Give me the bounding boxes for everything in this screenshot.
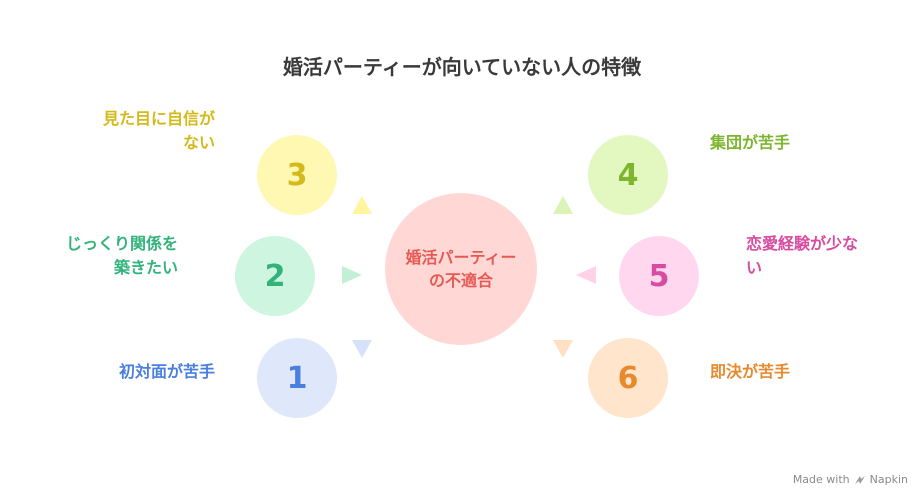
- item-2-label-line1: じっくり関係を: [65, 234, 178, 253]
- watermark-brand: Napkin: [869, 473, 908, 486]
- item-6-label: 即決が苦手: [710, 360, 790, 384]
- item-4-label-line1: 集団が苦手: [710, 133, 791, 152]
- item-4-label: 集団が苦手: [710, 131, 790, 155]
- item-3-label-line2: ない: [182, 133, 215, 152]
- watermark-text: Made with: [792, 473, 850, 486]
- item-6-circle: 6: [588, 338, 668, 418]
- diagram-title: 婚活パーティーが向いていない人の特徴: [282, 55, 642, 79]
- arrow-5-icon: [576, 266, 596, 284]
- item-2-label-line2: 築きたい: [113, 258, 178, 277]
- item-1-circle: 1: [257, 338, 337, 418]
- center-label-line2: の不適合: [428, 271, 493, 290]
- item-5-label-line1: 恋愛経験が少な: [746, 234, 859, 253]
- arrow-2-icon: [342, 266, 362, 284]
- arrow-1-icon: [352, 340, 372, 358]
- center-label-line1: 婚活パーティー: [405, 247, 517, 267]
- arrow-3-icon: [352, 196, 372, 214]
- item-1-label: 初対面が苦手: [119, 360, 215, 384]
- item-6-label-line1: 即決が苦手: [710, 362, 791, 381]
- item-3-label-line1: 見た目に自信が: [102, 109, 215, 128]
- item-5-circle: 5: [619, 236, 699, 316]
- napkin-logo-icon: [854, 475, 865, 484]
- center-circle: 婚活パーティー の不適合: [385, 193, 537, 345]
- item-5-label: 恋愛経験が少な い: [746, 232, 858, 280]
- item-2-label: じっくり関係を 築きたい: [66, 232, 178, 280]
- item-5-label-line2: い: [746, 258, 763, 277]
- item-4-circle: 4: [588, 135, 668, 215]
- napkin-watermark: Made with Napkin: [793, 473, 908, 486]
- item-1-label-line1: 初対面が苦手: [118, 362, 215, 381]
- item-3-label: 見た目に自信が ない: [103, 107, 215, 155]
- item-2-circle: 2: [235, 236, 315, 316]
- item-3-circle: 3: [257, 135, 337, 215]
- arrow-6-icon: [553, 340, 573, 358]
- arrow-4-icon: [553, 196, 573, 214]
